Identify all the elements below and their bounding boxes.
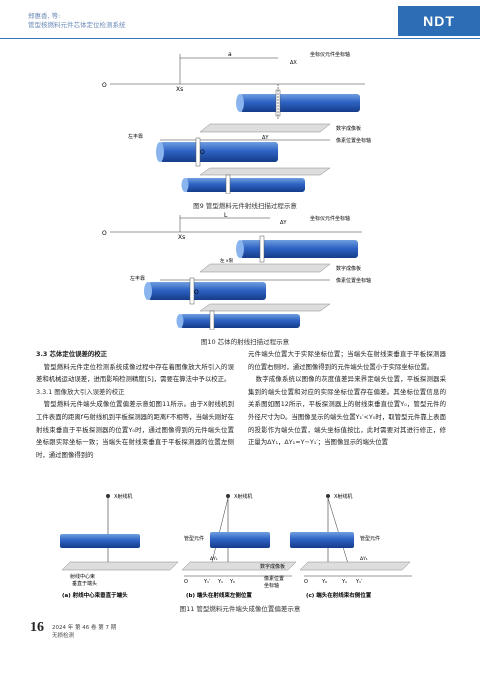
fig10-detector-coord: 坐标仪元件坐标轴 xyxy=(310,215,350,222)
fig11-y1-c: Y₁ xyxy=(341,579,347,585)
header-title: 管型核燃料元件芯体定位检测系统 xyxy=(28,21,126,29)
fig11-center: 射线中心束 xyxy=(70,573,95,580)
fig10-origin: O xyxy=(102,230,107,237)
fig11-xray-c: X射线机 xyxy=(334,493,352,500)
fig11-y0-c: Y₀ xyxy=(321,579,327,585)
fig10-o2: O xyxy=(194,289,199,296)
fig11-o-c: O xyxy=(304,579,308,585)
fig9-dy: ΔY xyxy=(262,135,269,141)
fig11-panel-b: X射线机 管型元件 数字成像板 ΔY₁ O Y₁′ Y₁ Y₀ 像素位置 坐标轴… xyxy=(181,493,297,599)
fig10-L: L xyxy=(224,212,228,219)
fig11-y1p-c: Y₁′ xyxy=(355,579,363,585)
fig11-coord: 坐标轴 xyxy=(264,582,279,589)
fig11-element-c: 管型元件 xyxy=(360,535,380,542)
fig9-xs: Xs xyxy=(176,86,183,93)
fig11-sub-c: (c) 端头在射线束右侧位置 xyxy=(306,591,372,599)
right-column: 元件端头位置大于实际坐标位置；当端头在射线束垂直于平板探测器的位置右侧时，通过图… xyxy=(248,348,446,449)
fig11-y1p-b: Y₁′ xyxy=(203,579,211,585)
fig10-pix: 像素位置坐标轴 xyxy=(336,277,371,284)
fig11-panel-c: X射线机 管型元件 ΔY₁ O Y₀ Y₁ Y₁′ (c) 端头在射线束右侧位置 xyxy=(290,493,412,599)
fig9-tube-1 xyxy=(240,94,360,112)
right-para-1: 元件端头位置大于实际坐标位置；当端头在射线束垂直于平板探测器的位置右侧时，通过图… xyxy=(248,350,446,371)
fig9-a: a xyxy=(228,51,232,58)
fig10-tube-1 xyxy=(240,240,358,258)
subsection-heading: 3.3.1 图像放大引入误差的校正 xyxy=(36,387,125,396)
fig11-sub-a: (a) 射线中心束垂直于端头 xyxy=(62,591,128,599)
journal-issue: 2024 年 第 46 卷 第 7 期 xyxy=(52,625,117,631)
figure-10: O L Xs ΔY 坐标仪元件坐标轴 数字成像板 左 x限 左丰靠 像素位置坐标… xyxy=(102,212,371,330)
fig11-xray-b: X射线机 xyxy=(234,493,252,500)
fig9-pix: 像素位置坐标轴 xyxy=(336,137,371,144)
fig10-dy: ΔY xyxy=(280,220,287,226)
fig9-detector-coord: 坐标仪元件坐标轴 xyxy=(310,51,350,58)
running-header: 郑惠香, 等: 管型核燃料元件芯体定位检测系统 xyxy=(28,12,126,30)
fig10-ref-left: 左丰靠 xyxy=(130,275,145,282)
fig10-caption: 图10 芯体的射线扫描过程示意 xyxy=(200,338,290,346)
fig10-plate-1 xyxy=(199,263,331,273)
fig9-o2: O xyxy=(200,149,205,156)
fig11-caption: 图11 管型燃料元件端头成像位置偏差示意 xyxy=(179,605,301,613)
left-column: 3.3 芯体定位误差的校正 管型燃料元件定位检测系统成像过程中存在着图像放大所引… xyxy=(36,348,234,461)
journal-footer: 2024 年 第 46 卷 第 7 期 无损检测 xyxy=(52,624,116,640)
fig11-y1-b: Y₁ xyxy=(217,579,223,585)
logo-text: NDT xyxy=(423,13,455,29)
fig10-tube-3 xyxy=(180,314,300,328)
journal-name: 无损检测 xyxy=(52,633,75,639)
fig9-origin-top: O xyxy=(102,82,107,89)
fig9-ref-left: 左丰靠 xyxy=(128,133,143,140)
header-rule xyxy=(0,38,480,39)
fig11-dy1-b: ΔY₁ xyxy=(210,556,218,562)
fig11-dy1-c: ΔY₁ xyxy=(360,556,368,562)
fig10-plate-label: 数字成像板 xyxy=(336,265,361,272)
fig9-plate-label: 数字成像板 xyxy=(336,125,361,132)
fig9-caption: 图9 管型燃料元件射线扫描过程示意 xyxy=(193,202,297,210)
journal-logo: NDT xyxy=(398,6,480,36)
fig10-tube-2 xyxy=(148,282,266,300)
fig10-xs: Xs xyxy=(178,234,185,241)
fig11-vertical: 垂直于端头 xyxy=(72,580,97,587)
right-para-2: 数字成像系统以图像的灰度值差异来界定端头位置，平板探测器采集到的端头位置和对应的… xyxy=(248,375,446,447)
fig11-y0-b: Y₀ xyxy=(229,579,235,585)
page-number: 16 xyxy=(30,620,44,635)
fig11-plate: 数字成像板 xyxy=(260,563,285,570)
fig11-pix: 像素位置 xyxy=(264,575,284,582)
fig11-xray-a: X射线机 xyxy=(114,493,132,500)
left-para-1: 管型燃料元件定位检测系统成像过程中存在着图像放大所引入的误差和机械运动误差，进而… xyxy=(36,362,234,384)
fig10-left-limit: 左 x限 xyxy=(220,257,234,264)
fig9-tube-2 xyxy=(160,142,278,162)
header-authors: 郑惠香, 等: xyxy=(28,12,61,20)
section-heading: 3.3 芯体定位误差的校正 xyxy=(36,350,108,358)
fig9-tube-3 xyxy=(185,178,305,192)
fig11-element: 管型元件 xyxy=(184,535,204,542)
fig9-plate-1 xyxy=(199,123,331,133)
figure-11: X射线机 射线中心束 垂直于端头 (a) 射线中心束垂直于端头 X射线机 管型元… xyxy=(60,493,412,599)
fig11-sub-b: (b) 端头在射线束左侧位置 xyxy=(186,591,252,599)
figure-9: O a Xs ΔX 坐标仪元件坐标轴 数字成像板 左丰靠 ΔY 像素位置坐标轴 … xyxy=(102,51,371,194)
fig9-dx: ΔX xyxy=(290,60,297,66)
fig11-panel-a: X射线机 射线中心束 垂直于端头 (a) 射线中心束垂直于端头 xyxy=(60,493,179,599)
left-para-2: 管型燃料元件端头成像位置偏差示意如图11所示。由于X射线机到工件表面的距离f与射… xyxy=(36,400,234,459)
fig11-o: O xyxy=(184,579,188,585)
